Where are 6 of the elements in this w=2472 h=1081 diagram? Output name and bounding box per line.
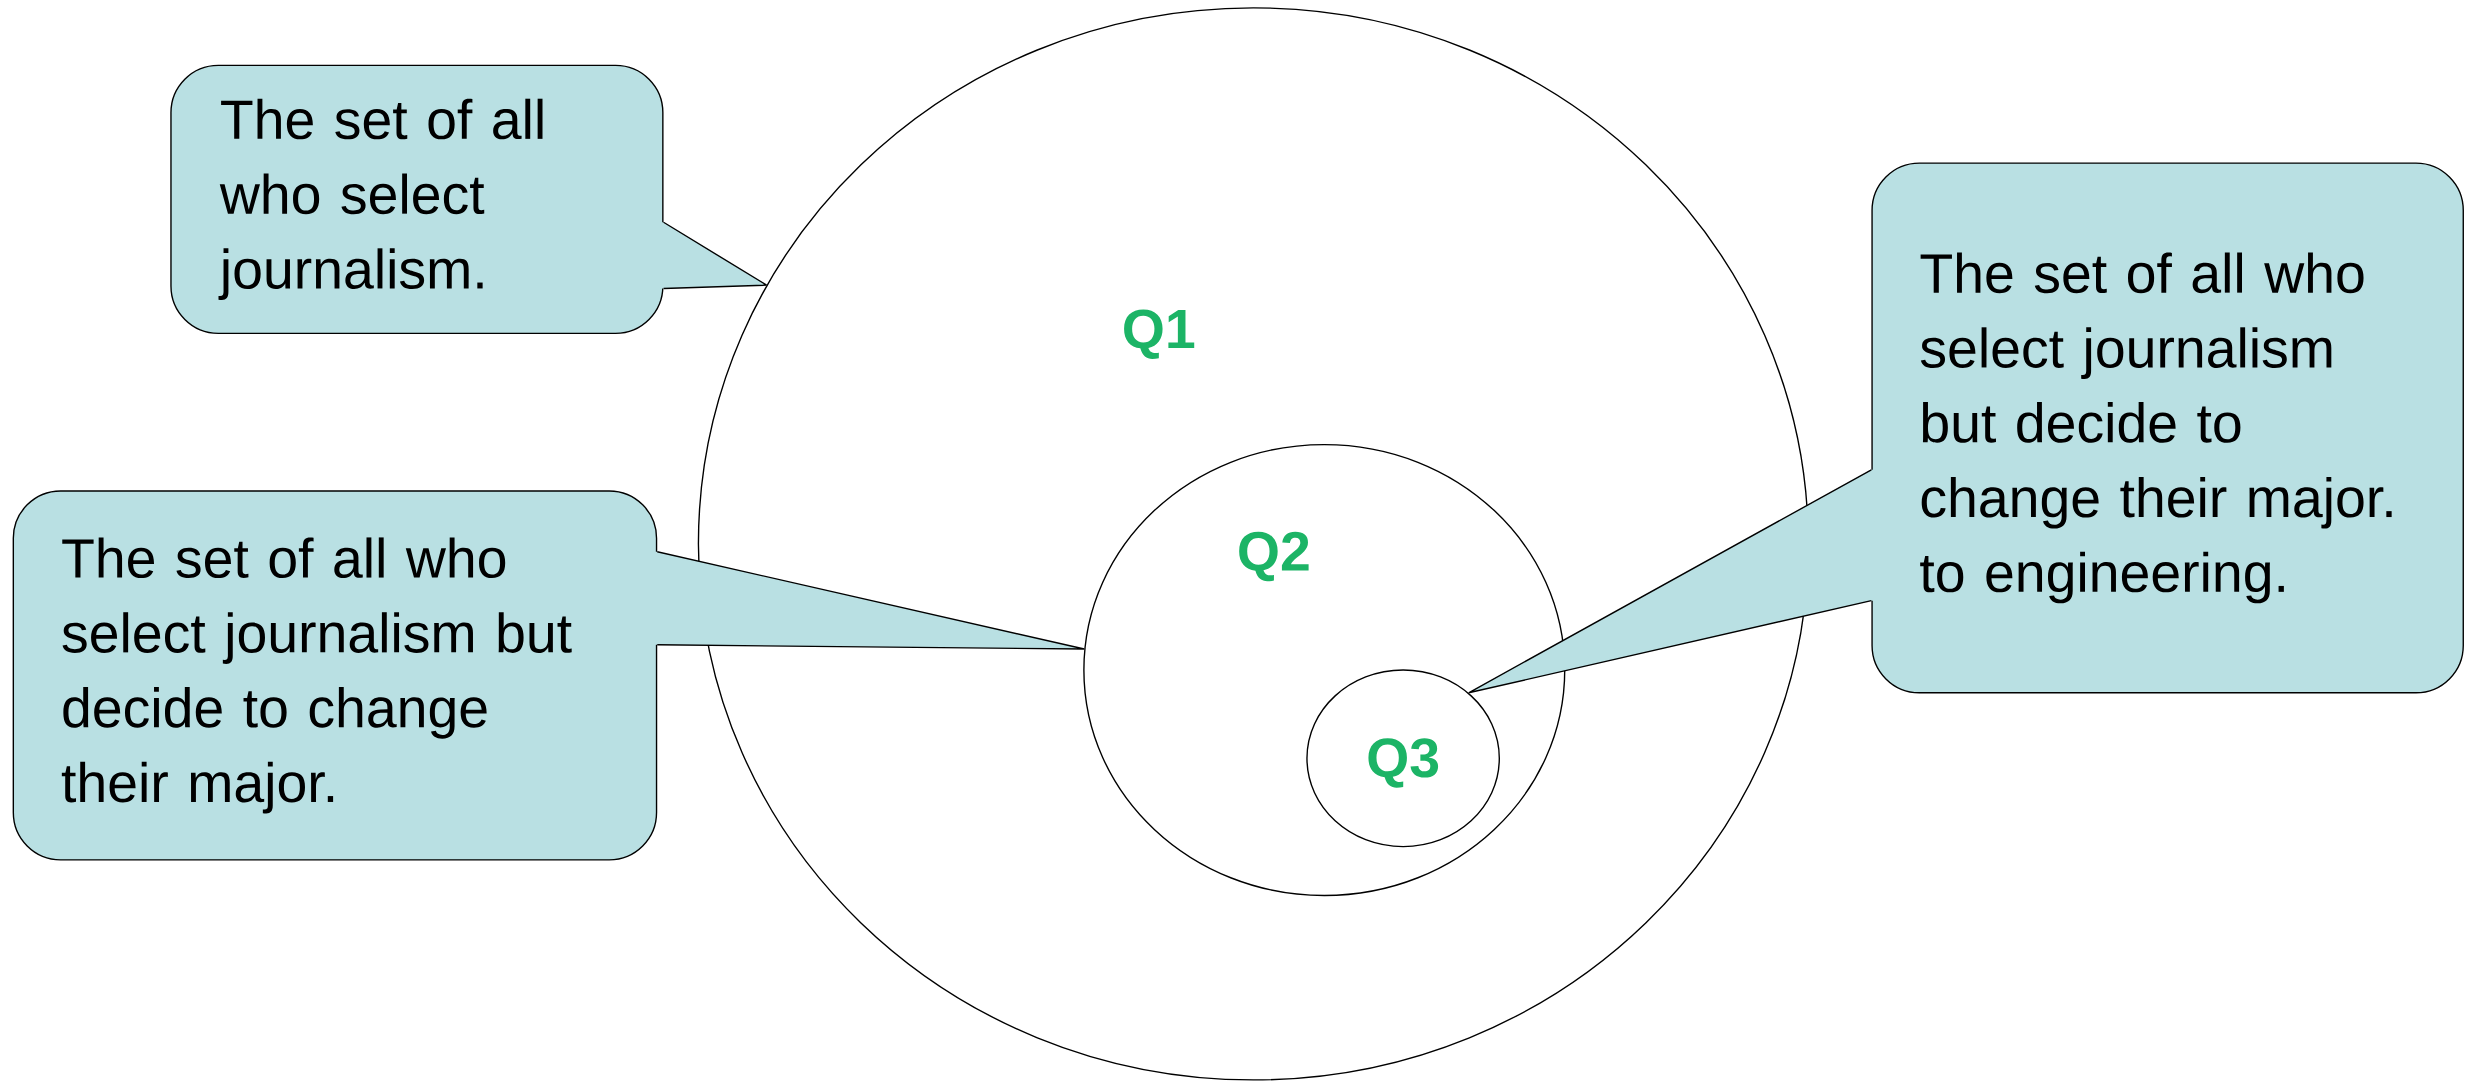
callout-box: The set of all who select journalism. bbox=[170, 64, 664, 334]
callout-box: The set of all who select journalism but decide to change their major. bbox=[12, 490, 658, 861]
callout-tail bbox=[1467, 468, 1875, 694]
callout-tail bbox=[660, 221, 768, 289]
callout-box: The set of all who select journalism but decide to change their major. to engineering. bbox=[1871, 162, 2464, 694]
callout-tail bbox=[653, 550, 1085, 650]
